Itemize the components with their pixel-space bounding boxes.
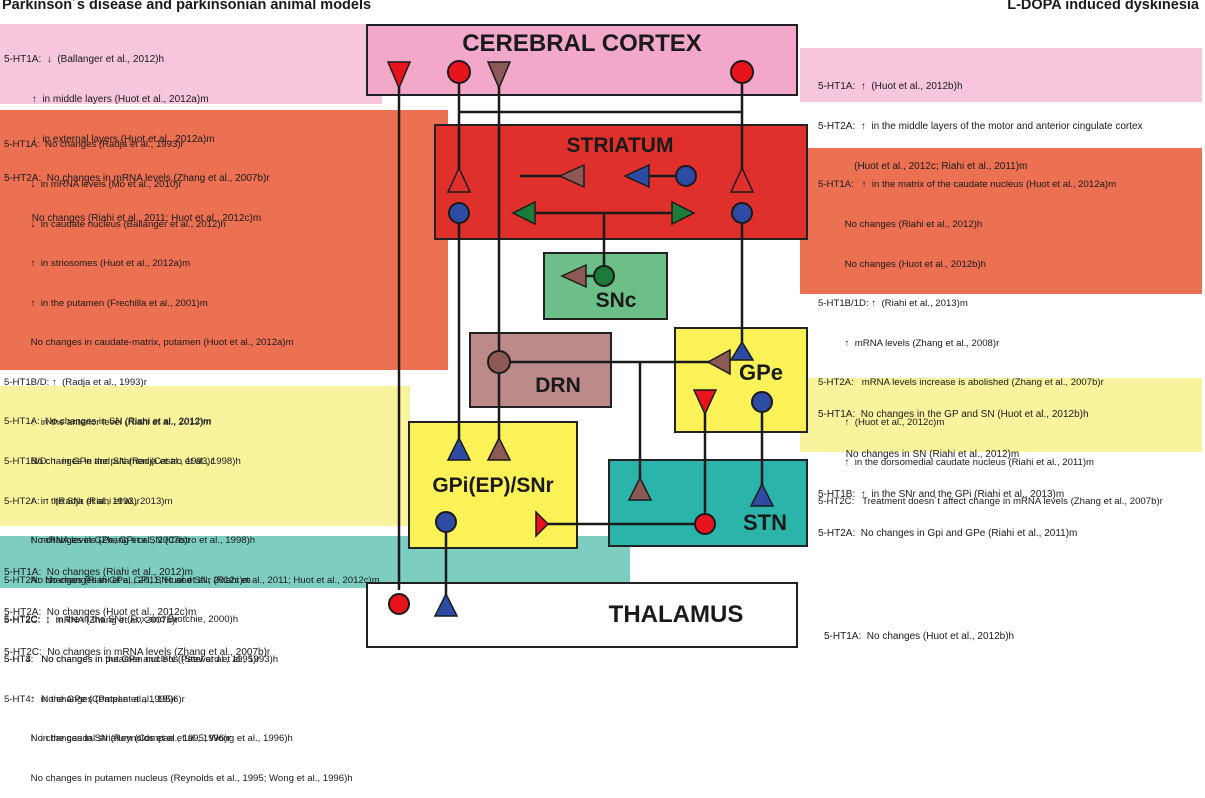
cortex-red-neuron (447, 60, 471, 84)
right-striatum-notes: 5-HT1A: ↑ in the matrix of the caudate n… (818, 152, 1163, 522)
note-line: No changes (Riahi et al., 2011; Huot et … (4, 574, 251, 586)
note-line: 5-HT2A: No changes in mRNA levels (Zhang… (4, 173, 270, 185)
striatum-green-terminal-right (671, 200, 696, 226)
gpi-snr-box (408, 421, 578, 549)
snc-label: SNc (595, 289, 637, 312)
note-line: 5-HT2A: No changes in Gpi and GPe (Riahi… (818, 528, 1078, 540)
thalamus-label: THALAMUS (608, 601, 744, 628)
left-column-header: Parkinson´s disease and parkinsonian ani… (2, 0, 372, 13)
gpi-snr-label: GPi(EP)/SNr (432, 474, 554, 497)
note-line: 5-HT1A: No changes (Huot et al., 2012b)h (824, 631, 1015, 643)
gpe-red-terminal (692, 389, 718, 416)
note-line: ↓ in external layers (Huot et al., 2012a… (4, 133, 215, 145)
cortex-red-terminal (386, 61, 412, 90)
note-line: No changes (Riahi et al., 2011; Huot et … (4, 212, 262, 224)
striatum-red-terminal-right (729, 166, 755, 193)
note-line: ↑ in the dorsomedial caudate nucleus (Ri… (818, 456, 1095, 468)
cortex-label: CEREBRAL CORTEX (462, 30, 702, 57)
note-line: No changes in GPe, GPi or SN (Castro et … (4, 535, 256, 547)
note-line: No changes in putamen nucleus (Reynolds … (4, 772, 353, 784)
right-cortex-notes: 5-HT1A: ↑ (Huot et al., 2012b)h 5-HT2A: … (818, 54, 1143, 186)
note-line: 5-HT2A: ↑ (Radja et al., 1993)r (4, 495, 140, 507)
note-line: ↑ in the anterior level (Riahi et al., 2… (4, 416, 211, 428)
note-line: No changes in SN (Riahi et al., 2012)m (818, 449, 1020, 460)
note-line: 5-HT2A: No changes in GPe, GPi, SNc and … (4, 574, 380, 586)
note-line: No changes (Riahi et al., 2012)h (818, 219, 983, 230)
gpe-blue-terminal (729, 340, 755, 361)
gpi-blue-neuron (435, 511, 457, 533)
note-line: ↓ in caudate nucleus (Ballanger et al., … (4, 218, 226, 230)
stn-red-neuron (694, 513, 716, 535)
note-line: 5-HT2C: Treatment doesn´t affect change … (818, 496, 1163, 508)
striatum-blue-neuron-right (731, 202, 753, 224)
note-line: 5-HT2C: ↓ mRNA (Zhang et al., 2007b)r (4, 614, 179, 626)
note-line: 5-HT1A: ↑ in the matrix of the caudate n… (818, 179, 1117, 191)
striatum-red-terminal-left (446, 166, 472, 193)
note-line: ↑ in the GPe (Compan et al., 1996)r (4, 693, 185, 705)
note-line: ↑ in striosomes (Huot et al., 2012a)m (4, 258, 191, 270)
gpe-brown-terminal (706, 348, 731, 376)
note-line: (Huot et al., 2012c; Riahi et al., 2011)… (818, 160, 1028, 172)
left-striatum-panel (0, 110, 448, 370)
striatum-blue-terminal (623, 163, 650, 189)
right-gp-notes: 5-HT1A: No changes in the GP and SN (Huo… (818, 382, 1089, 554)
thalamus-red-neuron (388, 593, 410, 615)
striatum-label: STRIATUM (566, 134, 674, 157)
gpi-blue-terminal (446, 436, 472, 461)
note-line: ↑ (Huot et al., 2012c)m (818, 416, 945, 428)
note-line: 5-HT1B/1D: ↑ (Riahi et al., 2013)m (818, 298, 968, 310)
left-gpi-panel (0, 386, 410, 526)
note-line: 5-HT2A: No changes (Huot et al., 2012c)m (4, 607, 197, 618)
note-line: ↑ mRNA levels (Zhang et al., 2007b)r (4, 535, 191, 547)
note-line: 5-HT2A: mRNA levels increase is abolishe… (818, 377, 1104, 389)
striatum-green-terminal-left (511, 200, 536, 226)
note-line: 5-HT1A: No changes in the GP and SN (Huo… (818, 409, 1089, 421)
cerebral-cortex-box (366, 24, 798, 96)
snc-brown-terminal (560, 263, 587, 289)
note-line: 5-HT1A: ↓ (Ballanger et al., 2012)h (4, 54, 165, 66)
striatum-blue-neuron-center (675, 165, 697, 187)
drn-label: DRN (535, 374, 581, 397)
right-cortex-panel (800, 48, 1202, 102)
note-line: ↑ mRNA levels (Zhang et al., 2008)r (818, 337, 1000, 349)
note-line: 5-HT1A: No changes (Riahi et al., 2012)m (4, 567, 193, 579)
stn-label: STN (743, 510, 787, 535)
thalamus-blue-terminal (433, 592, 459, 617)
gpi-brown-terminal (486, 436, 512, 461)
cortex-red-neuron-right (730, 60, 754, 84)
right-striatum-panel (800, 148, 1202, 294)
striatum-brown-terminal (558, 163, 585, 189)
note-line: 5-HT1B/D: ↑ (Radja et al., 1993)r (4, 376, 147, 388)
stn-blue-terminal (749, 482, 775, 507)
gpe-label: GPe (738, 360, 784, 385)
note-line: ↑ in the putamen (Frechilla et al., 2001… (4, 297, 208, 309)
right-column-header: L-DOPA induced dyskinesia (1007, 0, 1199, 13)
right-thalamus-notes: 5-HT1A: No changes (Huot et al., 2012b)h (824, 604, 1014, 657)
note-line: No changes in the putamen (Castro et al.… (4, 456, 241, 468)
right-gp-panel (800, 378, 1202, 452)
drn-brown-neuron (487, 350, 511, 374)
cortex-brown-terminal (486, 61, 512, 90)
note-line: No changes in caudate-matrix, putamen (H… (4, 337, 294, 349)
note-line: ↑ in middle layers (Huot et al., 2012a)m (4, 94, 209, 105)
gpe-blue-neuron (751, 391, 773, 413)
left-cortex-panel (0, 24, 382, 104)
circuit-diagram (386, 60, 775, 617)
striatum-blue-neuron-left (448, 202, 470, 224)
note-line: 5-HT1A: No changes (Radja et al., 1993)r (4, 139, 184, 151)
note-line: ↓ in mRNA levels (Mo et al., 2010)r (4, 179, 182, 190)
note-line: No changes in SN (Reynolds et al., 1995;… (4, 733, 293, 745)
note-line: ↑ in the SNr (Riahi et al., 2013)m (4, 495, 173, 507)
left-cortex-notes: 5-HT1A: ↓ (Ballanger et al., 2012)h ↑ in… (4, 27, 270, 238)
note-line: 5-HT2C: ↑ in the in the SNr (Fox and Bro… (4, 614, 239, 626)
note-line: 5-HT1A: ↑ (Huot et al., 2012b)h (818, 81, 963, 93)
snc-green-neuron (593, 265, 615, 287)
note-line: No changes (Huot et al., 2012b)h (818, 258, 986, 270)
stn-brown-terminal (627, 476, 653, 501)
note-line: 5-HT2A: ↑ in the middle layers of the mo… (818, 121, 1143, 132)
gpi-red-terminal (535, 510, 550, 538)
note-line: 5-HT1B/D: ↑ in GPe and SN (Radja et al.,… (4, 456, 214, 467)
note-line: 5-HT1A: No changes in SN (Riahi et al., … (4, 416, 212, 428)
note-line: 5-HT1B: ↑ in the SNr and the GPi (Riahi … (818, 488, 1065, 500)
